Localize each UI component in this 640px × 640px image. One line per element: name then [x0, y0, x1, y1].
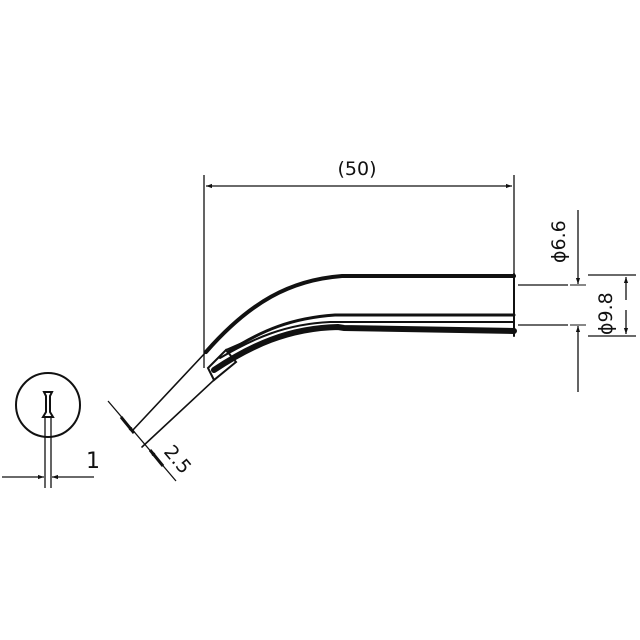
outer-diameter-label: ϕ9.8	[595, 292, 617, 335]
length-dimension: (50)	[203, 158, 515, 368]
chisel-facet	[206, 348, 238, 382]
tip-width-dimension: 2.5	[107, 400, 195, 482]
length-label: (50)	[337, 158, 376, 180]
outer-top-outline	[204, 274, 516, 354]
tip-width-dimension-line	[107, 400, 177, 482]
chisel-end-shape	[41, 391, 55, 418]
outer-bottom-outline	[211, 323, 517, 373]
tip-edge-lower	[141, 379, 215, 448]
tip-end-view: 1	[2, 372, 100, 488]
tip-side-view	[131, 273, 517, 448]
inner-diameter-label: ϕ6.6	[548, 220, 570, 263]
bore-bottom-line	[219, 321, 515, 359]
end-view-circle	[15, 372, 81, 438]
thickness-label: 1	[86, 449, 100, 474]
tip-width-label: 2.5	[159, 441, 195, 478]
outer-diameter-dimension: ϕ9.8	[588, 274, 636, 337]
tip-edge-upper	[131, 351, 207, 432]
inner-diameter-dimension: ϕ6.6	[518, 210, 586, 392]
